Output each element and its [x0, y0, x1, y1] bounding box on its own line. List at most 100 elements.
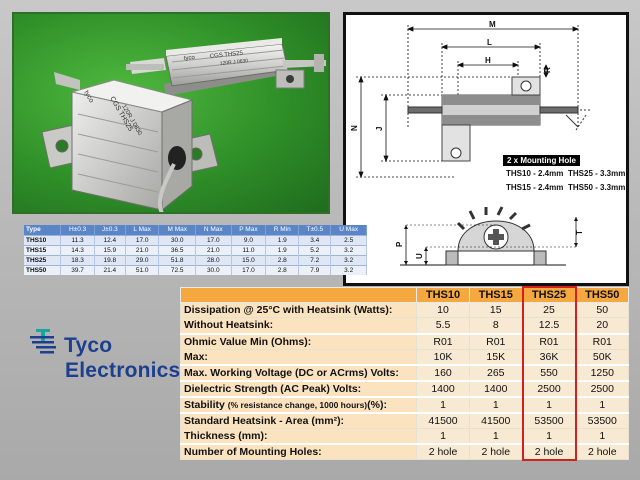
dim-col-header: J±0.3	[94, 225, 126, 235]
table-cell: 1.9	[265, 234, 300, 245]
table-cell: 30.0	[158, 234, 197, 245]
spec-row-label: Max:	[180, 348, 417, 366]
dim-label-l: L	[487, 38, 492, 47]
spec-cell: 15K	[469, 348, 523, 366]
table-row: THS25 18.3 19.8 29.0 51.8 28.0 15.0 2.8 …	[24, 254, 367, 265]
dim-col-header: Type	[24, 225, 62, 235]
dim-label-m: M	[489, 20, 496, 29]
svg-text:CGS THS25: CGS THS25	[210, 50, 244, 60]
dim-col-header: M Max	[158, 225, 197, 235]
table-cell: 15.0	[231, 254, 267, 265]
spec-cell: 1	[469, 427, 523, 445]
dim-col-header: T±0.5	[298, 225, 332, 235]
table-cell: 5.2	[298, 244, 332, 255]
table-cell: 1.9	[265, 244, 300, 255]
tyco-logo-mark-icon	[30, 329, 56, 354]
spec-cell: 1400	[416, 379, 470, 398]
mounting-hole-title: 2 x Mounting Hole	[503, 155, 580, 166]
spec-cell: 50K	[575, 348, 629, 366]
table-cell: 18.3	[60, 254, 95, 265]
logo-text-electronics: Electronics	[65, 359, 181, 382]
table-row: THS15 14.3 15.9 21.0 36.5 21.0 11.0 1.9 …	[24, 244, 367, 255]
spec-row-label: Thickness (mm):	[180, 427, 417, 445]
dim-col-header: R Min	[265, 225, 300, 235]
table-cell: 21.0	[125, 244, 160, 255]
table-cell: 17.0	[195, 234, 232, 245]
spec-row-thickness: Thickness (mm): 1 1 1 1	[180, 427, 629, 445]
spec-table: THS10 THS15 THS25 THS50 Dissipation @ 25…	[180, 286, 629, 461]
table-cell: 12.4	[94, 234, 126, 245]
spec-cell: 15	[469, 301, 523, 319]
spec-cell: 265	[469, 364, 523, 382]
mounting-hole-ths10: THS10 - 2.4mm	[506, 169, 564, 178]
spec-header-blank	[180, 286, 417, 303]
table-cell: 2.5	[330, 234, 367, 245]
table-cell: 3.2	[330, 244, 367, 255]
table-cell: 29.0	[125, 254, 160, 265]
spec-cell: 50	[575, 301, 629, 319]
spec-cell: 1	[469, 395, 523, 414]
tyco-electronics-logo: Tyco Electronics	[28, 324, 181, 384]
spec-cell: 1	[521, 427, 577, 445]
resistor-side-view	[407, 76, 592, 162]
dimension-drawing: M L H R N J P U T 2 x Mounting Hole THS1…	[343, 12, 629, 286]
table-cell: 14.3	[60, 244, 95, 255]
mounting-hole-ths15: THS15 - 2.4mm	[506, 183, 564, 192]
spec-cell: 53500	[521, 411, 577, 429]
spec-cell: 2500	[575, 379, 629, 398]
spec-cell: 12.5	[521, 317, 577, 335]
spec-row-label: Max. Working Voltage (DC or ACrms) Volts…	[180, 364, 417, 382]
table-cell: 21.4	[94, 264, 126, 275]
front-resistor: tyco CGS THS25 120R J 0630	[41, 72, 219, 212]
spec-row-label: Ohmic Value Min (Ohms):	[180, 332, 417, 350]
logo-text-tyco: Tyco	[64, 334, 113, 357]
spec-cell: 1	[575, 395, 629, 414]
dimension-table: Type H±0.3 J±0.3 L Max M Max N Max P Max…	[24, 225, 367, 275]
dimension-drawing-svg: M L H R N J P U T	[350, 20, 592, 266]
spec-row-heatsink-area: Standard Heatsink - Area (mm²): 41500 41…	[180, 411, 629, 429]
spec-cell: R01	[575, 332, 629, 350]
table-cell: 9.0	[231, 234, 267, 245]
spec-cell: R01	[416, 332, 470, 350]
table-row: THS50 39.7 21.4 51.0 72.5 30.0 17.0 2.8 …	[24, 264, 367, 275]
mounting-hole-ths25: THS25 - 3.3mm	[568, 169, 626, 178]
spec-cell: 41500	[469, 411, 523, 429]
spec-cell: 5.5	[416, 317, 470, 335]
svg-text:tyco: tyco	[184, 55, 196, 62]
table-cell: 30.0	[195, 264, 232, 275]
spec-row-label: Dissipation @ 25°C with Heatsink (Watts)…	[180, 301, 417, 319]
table-cell: 17.0	[125, 234, 160, 245]
spec-row-mounting-holes: Number of Mounting Holes: 2 hole 2 hole …	[180, 443, 629, 461]
dim-col-header: N Max	[195, 225, 232, 235]
spec-header-row: THS10 THS15 THS25 THS50	[180, 286, 629, 303]
spec-cell: 1400	[469, 379, 523, 398]
spec-cell: 2 hole	[416, 443, 470, 461]
dim-label-u: U	[415, 253, 424, 259]
spec-row-label: Number of Mounting Holes:	[180, 443, 417, 461]
spec-row-dielectric-strength: Dielectric Strength (AC Peak) Volts: 140…	[180, 379, 629, 398]
table-cell: 28.0	[195, 254, 232, 265]
spec-row-dissipation: Dissipation @ 25°C with Heatsink (Watts)…	[180, 301, 629, 319]
spec-row-label: Dielectric Strength (AC Peak) Volts:	[180, 379, 417, 398]
spec-cell: 160	[416, 364, 470, 382]
table-cell: 11.3	[60, 234, 95, 245]
dim-col-header: L Max	[125, 225, 160, 235]
resistor-photo-illustration: tyco CGS THS25 120R J 0630 tyco CGS THS2…	[41, 38, 326, 212]
dim-col-header: P Max	[231, 225, 267, 235]
spec-cell: 10	[416, 301, 470, 319]
table-cell: 19.8	[94, 254, 126, 265]
spec-cell: R01	[521, 332, 577, 350]
spec-cell: 53500	[575, 411, 629, 429]
table-cell: 15.9	[94, 244, 126, 255]
table-row: THS10 11.3 12.4 17.0 30.0 17.0 9.0 1.9 3…	[24, 234, 367, 245]
svg-text:120R J 0630: 120R J 0630	[220, 58, 249, 67]
table-cell: 3.2	[330, 264, 367, 275]
table-cell: 7.2	[298, 254, 332, 265]
spec-row-label-suffix: (%):	[367, 398, 387, 411]
dimension-table-header: Type H±0.3 J±0.3 L Max M Max N Max P Max…	[24, 225, 367, 235]
spec-col-ths15: THS15	[469, 286, 523, 303]
spec-row-label-sub: (% resistance change, 1000 hours)	[227, 399, 368, 410]
table-cell: 21.0	[195, 244, 232, 255]
dim-label-r: R	[543, 67, 552, 73]
table-cell: THS15	[24, 244, 62, 255]
